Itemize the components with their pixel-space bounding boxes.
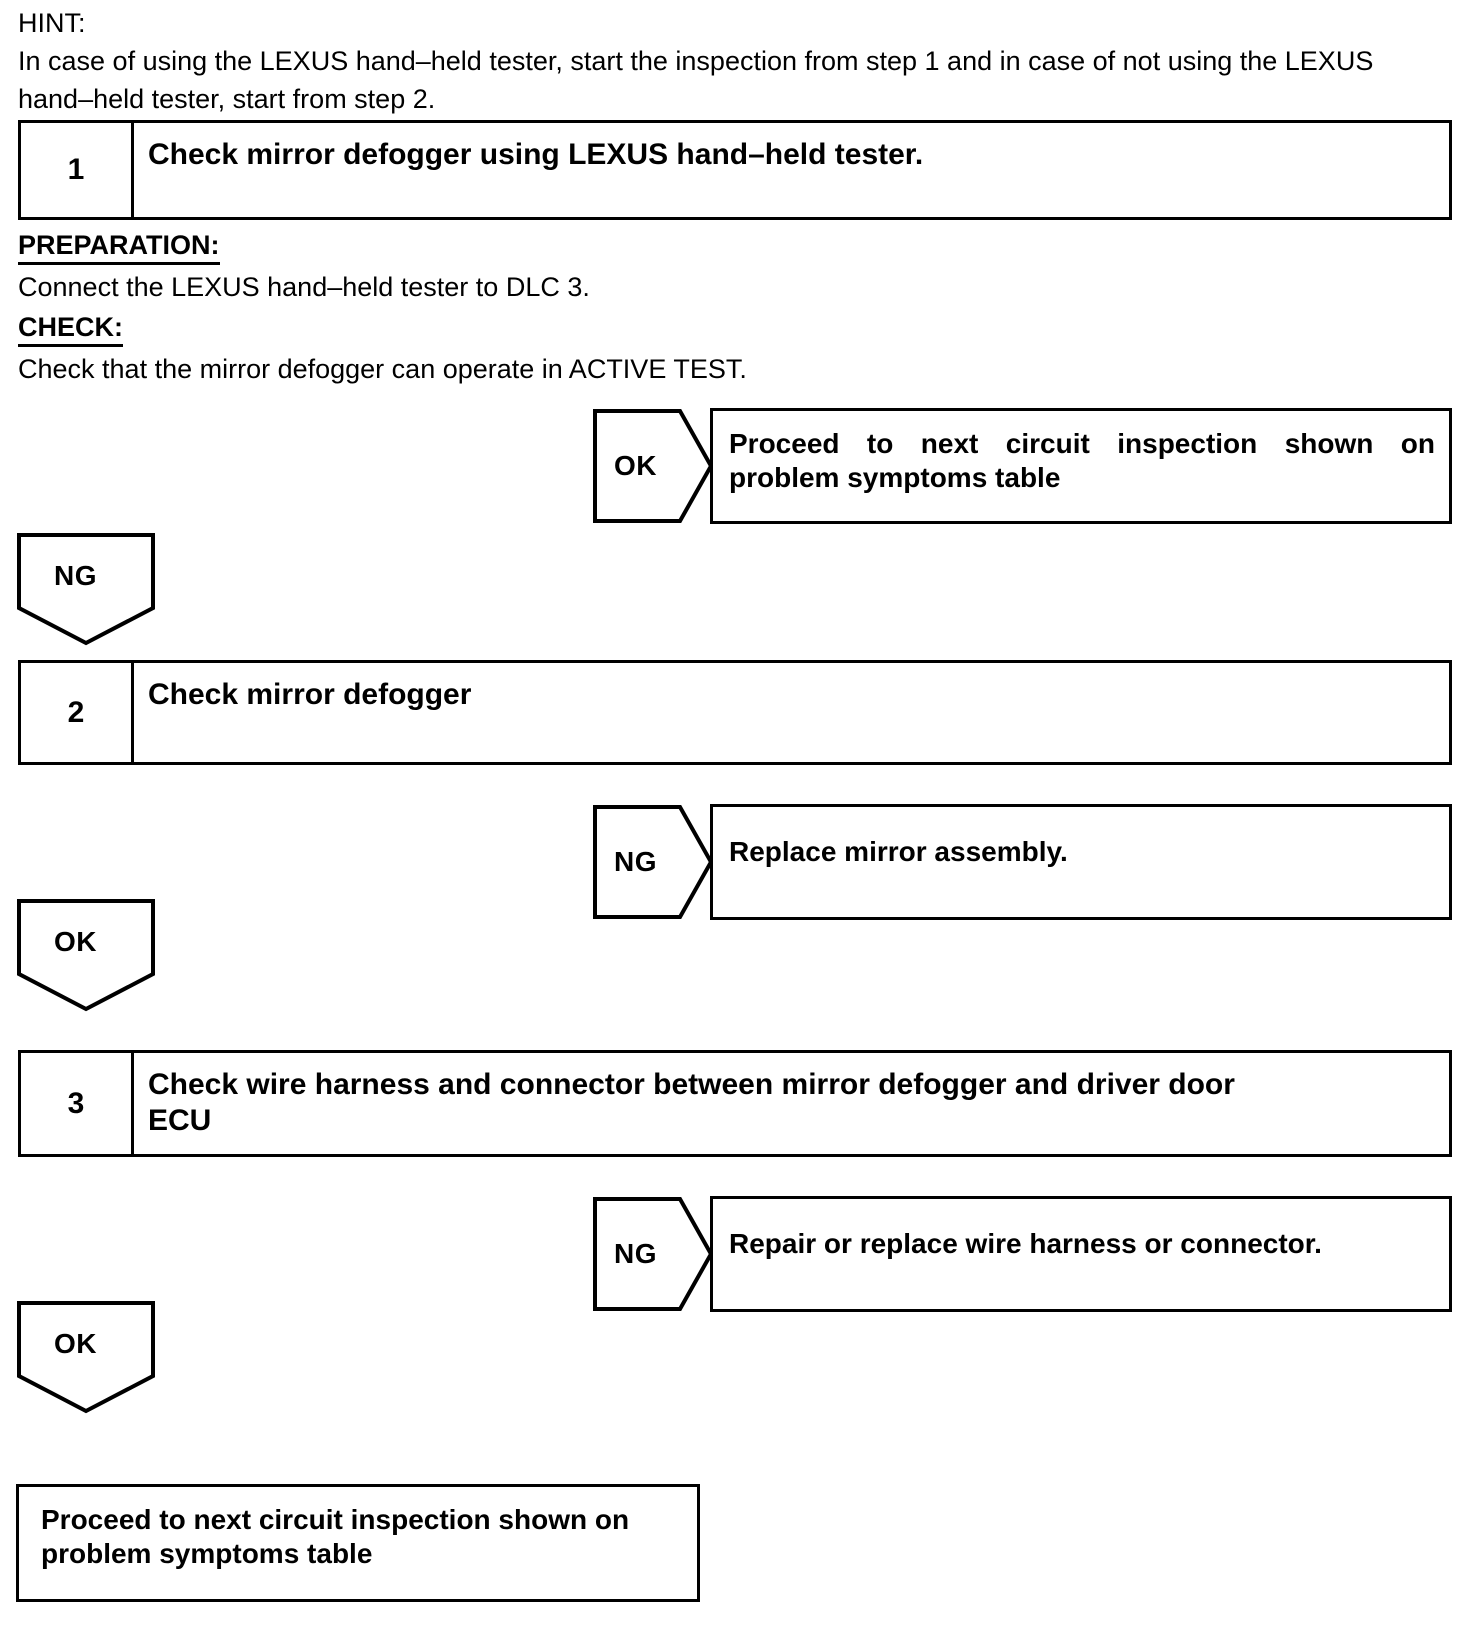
- step-number: 1: [21, 123, 134, 217]
- terminal-text: Proceed to next circuit inspection shown…: [41, 1504, 630, 1569]
- judgement-arrow-ng-3: NG: [592, 1196, 714, 1312]
- judgement-arrow-ng-1: NG: [16, 532, 156, 646]
- judgement-arrow-ok-3: OK: [16, 1300, 156, 1414]
- judgement-arrow-ng-2: NG: [592, 804, 714, 920]
- step-title: Check mirror defogger: [148, 678, 472, 711]
- terminal-box[interactable]: Proceed to next circuit inspection shown…: [16, 1484, 700, 1602]
- result-text: Repair or replace wire harness or connec…: [729, 1228, 1322, 1259]
- result-text: Proceed to next circuit inspection shown…: [729, 428, 1435, 493]
- result-box-ok-1[interactable]: Proceed to next circuit inspection shown…: [710, 408, 1452, 524]
- judgement-arrow-ok-2: OK: [16, 898, 156, 1012]
- judgement-label: NG: [614, 846, 657, 877]
- judgement-label: OK: [54, 926, 97, 957]
- result-text: Replace mirror assembly.: [729, 836, 1068, 867]
- preparation-block: PREPARATION: Connect the LEXUS hand–held…: [18, 228, 1018, 306]
- preparation-text: Connect the LEXUS hand–held tester to DL…: [18, 272, 590, 302]
- preparation-title: PREPARATION:: [18, 228, 220, 265]
- judgement-label: OK: [54, 1328, 97, 1359]
- result-box-ng-3[interactable]: Repair or replace wire harness or connec…: [710, 1196, 1452, 1312]
- judgement-label: OK: [614, 450, 657, 481]
- step-box-3[interactable]: 3 Check wire harness and connector betwe…: [18, 1050, 1452, 1157]
- hint-block: HINT: In case of using the LEXUS hand–he…: [18, 4, 1428, 118]
- check-title: CHECK:: [18, 310, 123, 347]
- hint-label: HINT:: [18, 8, 86, 38]
- result-box-ng-2[interactable]: Replace mirror assembly.: [710, 804, 1452, 920]
- step-number: 3: [21, 1053, 134, 1154]
- judgement-label: NG: [614, 1238, 657, 1269]
- check-text: Check that the mirror defogger can opera…: [18, 354, 747, 384]
- check-block: CHECK: Check that the mirror defogger ca…: [18, 310, 1018, 388]
- judgement-arrow-ok-1: OK: [592, 408, 714, 524]
- step-title: Check wire harness and connector between…: [148, 1068, 1235, 1137]
- step-title: Check mirror defogger using LEXUS hand–h…: [148, 138, 924, 171]
- step-box-2[interactable]: 2 Check mirror defogger: [18, 660, 1452, 765]
- hint-body: In case of using the LEXUS hand–held tes…: [18, 46, 1374, 114]
- judgement-label: NG: [54, 560, 97, 591]
- step-box-1[interactable]: 1 Check mirror defogger using LEXUS hand…: [18, 120, 1452, 220]
- step-number: 2: [21, 663, 134, 762]
